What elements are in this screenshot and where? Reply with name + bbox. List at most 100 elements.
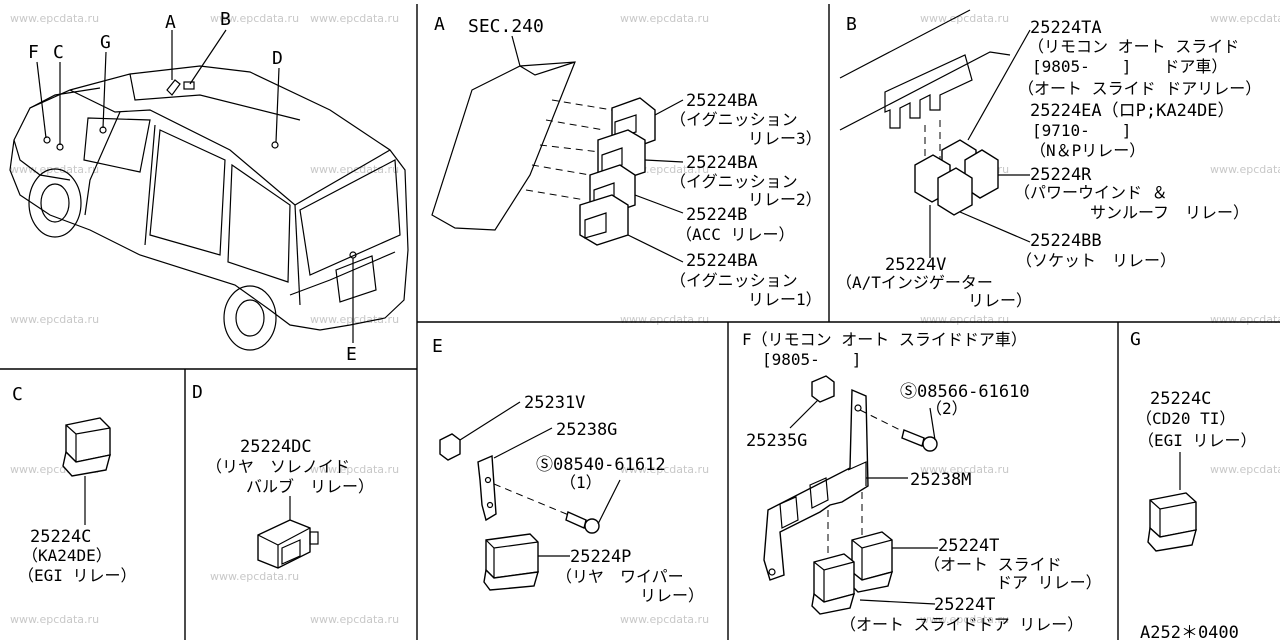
part-number-25224c: 25224C bbox=[30, 527, 91, 547]
part-description: （オート スライド ドアリレー） bbox=[1018, 79, 1261, 98]
relay-25224p bbox=[483, 533, 539, 591]
part-number-25235g: 25235G bbox=[746, 431, 807, 451]
part-description: サンルーフ リレー） bbox=[1090, 203, 1249, 222]
watermark-text: www.epcdata.ru bbox=[620, 12, 709, 25]
watermark-text: www.epcdata.ru bbox=[10, 12, 99, 25]
diagram-code: A252＊0400 bbox=[1140, 623, 1239, 640]
watermark-text: www.epcdata.ru bbox=[620, 463, 709, 476]
part-number-25224t: 25224T bbox=[938, 536, 999, 556]
panel-frames bbox=[0, 4, 1280, 640]
part-number-25224bb: 25224BB bbox=[1030, 231, 1102, 251]
part-description: リレー1） bbox=[748, 290, 822, 309]
part-quantity: （1） bbox=[560, 473, 602, 492]
part-description: リレー3） bbox=[748, 129, 822, 148]
callout-letter-c: C bbox=[53, 42, 64, 63]
section-letter: E bbox=[432, 336, 443, 357]
part-number-08540-61612: Ⓢ08540-61612 bbox=[536, 455, 666, 475]
section-reference: SEC.240 bbox=[468, 16, 544, 37]
part-description: （リヤ ソレノイド bbox=[206, 457, 350, 476]
watermark-text: www.epcdata.ru bbox=[310, 463, 399, 476]
part-number-25224ba: 25224BA bbox=[686, 91, 758, 111]
relay-cluster bbox=[914, 139, 999, 216]
part-description: （ソケット リレー） bbox=[1016, 251, 1176, 270]
watermark-text: www.epcdata.ru bbox=[1210, 313, 1280, 326]
relay-25224c-g bbox=[1147, 492, 1197, 552]
watermark-text: www.epcdata.ru bbox=[1210, 463, 1280, 476]
section-d: D 25224DC （リヤ ソレノイド バルブ リレー） bbox=[192, 382, 374, 569]
part-description: （ACC リレー） bbox=[676, 225, 795, 244]
part-number-25224r: 25224R bbox=[1030, 165, 1092, 185]
part-description: ドア リレー） bbox=[996, 573, 1102, 592]
watermark-text: www.epcdata.ru bbox=[620, 613, 709, 626]
part-quantity: （2） bbox=[926, 399, 968, 418]
part-description: （オート スライドドア リレー） bbox=[840, 615, 1083, 634]
section-letter: B bbox=[846, 14, 857, 35]
part-number-25224p: 25224P bbox=[570, 547, 631, 567]
front-wheel bbox=[28, 168, 82, 238]
watermark-text: www.epcdata.ru bbox=[210, 12, 299, 25]
part-number-25231v: 25231V bbox=[524, 393, 585, 413]
section-g: G 25224C （CD20 TI） （EGI リレー） bbox=[1130, 329, 1257, 552]
section-letter: G bbox=[1130, 329, 1141, 350]
part-number-25224ba: 25224BA bbox=[686, 251, 758, 271]
part-number-08566-61610: Ⓢ08566-61610 bbox=[900, 382, 1030, 402]
watermark-text: www.epcdata.ru bbox=[310, 613, 399, 626]
part-number-25238m: 25238M bbox=[910, 470, 971, 490]
clip-25231v bbox=[439, 433, 461, 461]
mounting-panel bbox=[839, 9, 971, 79]
callout-letter-a: A bbox=[165, 12, 176, 33]
watermark-text: www.epcdata.ru bbox=[920, 313, 1009, 326]
callout-letter-e: E bbox=[346, 344, 357, 365]
part-number-25224ba: 25224BA bbox=[686, 153, 758, 173]
part-description: リレー2） bbox=[748, 190, 822, 209]
callout-letter-g: G bbox=[100, 32, 111, 53]
part-number-25224v: 25224V bbox=[885, 255, 946, 275]
part-description: [9710- ] bbox=[1032, 121, 1131, 140]
watermark-text: www.epcdata.ru bbox=[1210, 12, 1280, 25]
callout-letter-f: F bbox=[28, 42, 39, 63]
section-c: C 25224C （KA24DE） （EGI リレー） bbox=[12, 384, 137, 585]
bracket-25238g bbox=[477, 454, 497, 522]
part-description: （N＆Pリレー） bbox=[1030, 141, 1145, 160]
part-description: （イグニッション bbox=[670, 110, 798, 129]
section-a: A SEC.240 25224BA （イグニッション リレー3） bbox=[431, 14, 822, 309]
part-number-25224ea: 25224EA（ロP;KA24DE） bbox=[1030, 101, 1235, 121]
van-outline bbox=[9, 65, 409, 331]
callout-letter-b: B bbox=[220, 9, 231, 30]
watermark-text: www.epcdata.ru bbox=[10, 613, 99, 626]
watermark-text: www.epcdata.ru bbox=[10, 313, 99, 326]
part-number-25224dc: 25224DC bbox=[240, 437, 312, 457]
section-letter: D bbox=[192, 382, 203, 403]
watermark-text: www.epcdata.ru bbox=[1210, 163, 1280, 176]
rear-wheel bbox=[223, 285, 277, 351]
screw-08540 bbox=[565, 511, 600, 534]
part-number-25238g: 25238G bbox=[556, 420, 617, 440]
part-number-25224b: 25224B bbox=[686, 205, 747, 225]
part-description: （CD20 TI） bbox=[1136, 409, 1235, 428]
part-description: （イグニッション bbox=[670, 172, 798, 191]
watermark-text: www.epcdata.ru bbox=[920, 613, 1009, 626]
part-description: （オート スライド bbox=[924, 555, 1062, 574]
watermark-text: www.epcdata.ru bbox=[920, 12, 1009, 25]
part-description: リレー） bbox=[968, 291, 1032, 310]
relay-25224dc bbox=[257, 519, 319, 569]
section-letter: C bbox=[12, 384, 23, 405]
section-e: E 25231V 25238G Ⓢ08540-61612 （1） 25224P … bbox=[432, 336, 704, 605]
callout-letter-d: D bbox=[272, 48, 283, 69]
relay-bracket bbox=[431, 61, 576, 231]
watermark-text: www.epcdata.ru bbox=[920, 463, 1009, 476]
part-description: リレー） bbox=[640, 586, 704, 605]
part-number-25224c: 25224C bbox=[1150, 389, 1211, 409]
screw-08566 bbox=[901, 429, 938, 452]
section-title: F（リモコン オート スライドドア車） bbox=[742, 330, 1027, 349]
watermark-text: www.epcdata.ru bbox=[310, 163, 399, 176]
vehicle-overview: F C G A B D E bbox=[9, 9, 409, 365]
section-b: B 25224TA （リモコン オート スライド [9805- ] ドア車） （… bbox=[836, 9, 1261, 310]
part-description: （パワーウインド ＆ bbox=[1014, 183, 1168, 202]
part-description: （イグニッション bbox=[670, 271, 798, 290]
part-description: （A/Tインジゲーター bbox=[836, 273, 993, 292]
relay-25224t-upper bbox=[849, 531, 894, 593]
part-number-25224t: 25224T bbox=[934, 595, 995, 615]
section-f: F（リモコン オート スライドドア車） [9805- ] 25235G Ⓢ085… bbox=[742, 330, 1102, 634]
